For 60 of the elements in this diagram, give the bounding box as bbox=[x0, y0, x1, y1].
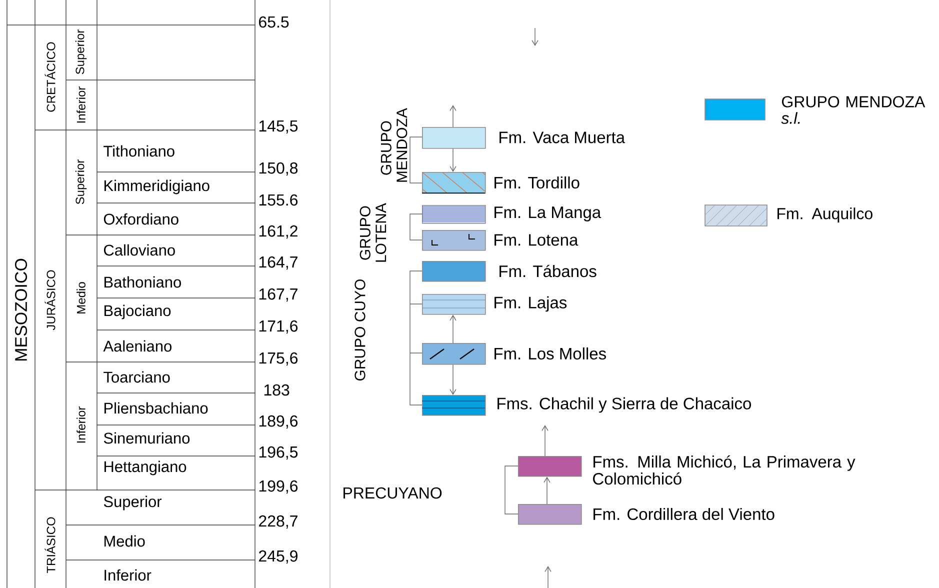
legend-label: Fm. Auquilco bbox=[778, 208, 872, 222]
epoch-label: Inferior bbox=[76, 86, 86, 123]
age-label: 150,8 bbox=[259, 162, 298, 176]
stage-label: Pliensbachiano bbox=[104, 402, 208, 414]
arrow bbox=[450, 148, 456, 172]
stage-label: Superior bbox=[104, 496, 162, 510]
age-label: 196,5 bbox=[259, 446, 298, 460]
formation-label: Fms. Milla Michicó, La Primavera y Colomichicó bbox=[593, 455, 856, 485]
age-label: 164,7 bbox=[259, 256, 298, 270]
epoch-label: Medio bbox=[76, 282, 86, 314]
period-label: JURÁSICO bbox=[44, 270, 56, 330]
group-label: PRECUYANO bbox=[344, 487, 442, 499]
age-label: 183 bbox=[264, 384, 290, 396]
formation-label: Fm. Lotena bbox=[494, 234, 578, 246]
formation-label: Fm. Tábanos bbox=[500, 264, 596, 278]
group-label: GRUPO MENDOZA bbox=[380, 108, 408, 182]
formation-label: Fms. Chachil y Sierra de Chacaico bbox=[498, 397, 751, 413]
formation-label: Fm. Cordillera del Viento bbox=[594, 508, 774, 520]
stage-label: Sinemuriano bbox=[104, 432, 190, 444]
arrow bbox=[542, 425, 548, 456]
arrow bbox=[450, 314, 456, 344]
age-label: 228,7 bbox=[259, 515, 298, 529]
period-label: TRIÁSICO bbox=[44, 517, 56, 574]
formation-label: Fm. Tordillo bbox=[494, 176, 580, 189]
stage-label: Tithoniano bbox=[104, 145, 174, 157]
stage-label: Bajociano bbox=[104, 304, 171, 320]
stage-label: Inferior bbox=[104, 569, 152, 581]
stage-label: Bathoniano bbox=[104, 276, 181, 288]
stage-label: Toarciano bbox=[104, 371, 170, 383]
epoch-label: Inferior bbox=[76, 406, 86, 443]
era-label: MESOZOICO bbox=[15, 258, 28, 361]
epoch-label: Superior bbox=[75, 30, 87, 74]
age-label: 171,6 bbox=[259, 320, 298, 334]
period-label: CRETÁCICO bbox=[44, 42, 56, 112]
stage-label: Aaleniano bbox=[103, 340, 172, 352]
stage-label: Oxfordiano bbox=[104, 213, 178, 225]
stage-label: Hettangiano bbox=[104, 460, 186, 476]
age-label: 161,2 bbox=[259, 225, 298, 239]
stage-label: Calloviano bbox=[104, 244, 175, 256]
age-label: 167,7 bbox=[259, 288, 298, 302]
arrow bbox=[450, 364, 456, 395]
age-label: 199,6 bbox=[259, 480, 298, 494]
formation-label: Fm. La Manga bbox=[494, 206, 602, 222]
formation-label: Fm. Lajas bbox=[494, 296, 567, 312]
formation-label: Fm. Los Molles bbox=[494, 347, 606, 360]
stage-label: Medio bbox=[104, 535, 145, 547]
arrow bbox=[544, 476, 550, 504]
age-label: 245,9 bbox=[259, 550, 298, 564]
age-label: 189,6 bbox=[259, 415, 298, 429]
group-label: GRUPO CUYO bbox=[354, 279, 366, 380]
group-label: GRUPO LOTENA bbox=[360, 203, 386, 262]
stage-label: Kimmeridigiano bbox=[104, 180, 210, 194]
age-label: 145,5 bbox=[259, 120, 298, 134]
age-label: 155.6 bbox=[259, 194, 298, 206]
formation-label: Fm. Vaca Muerta bbox=[500, 132, 626, 144]
legend-label: GRUPO MENDOZA s.l. bbox=[781, 96, 926, 124]
epoch-label: Superior bbox=[75, 160, 87, 204]
arrow bbox=[450, 105, 456, 128]
age-label: 175,6 bbox=[259, 352, 298, 366]
age-label: 65.5 bbox=[259, 16, 289, 28]
